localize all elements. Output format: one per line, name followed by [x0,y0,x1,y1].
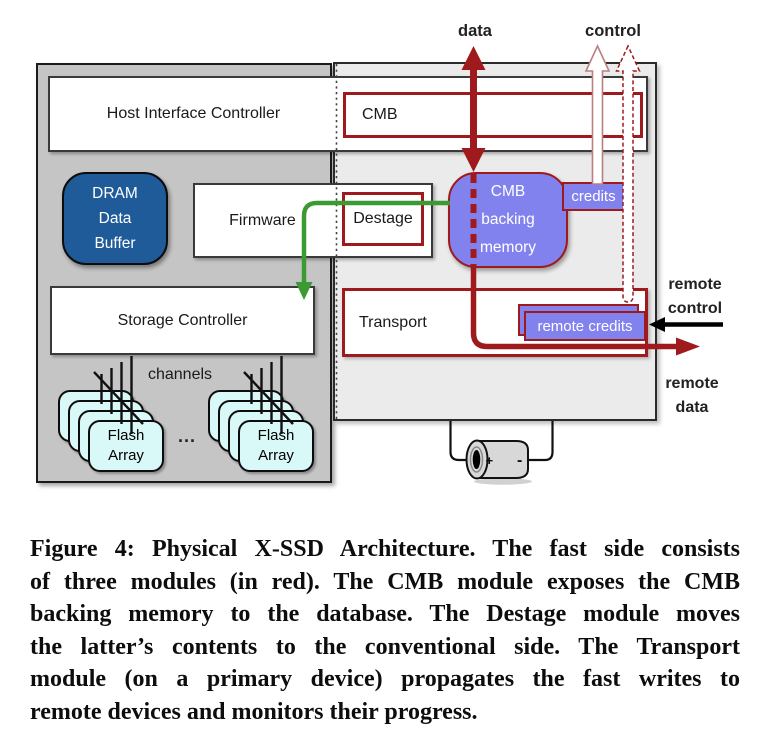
dram-line-3: Buffer [94,235,136,252]
capacitor-plus-sign: + [486,453,494,468]
dram-data-buffer: DRAM Data Buffer [62,172,168,265]
cmb-backing-line-2: backing [481,211,535,228]
transport-module-label: Transport [359,313,427,331]
capacitor-shadow [474,478,532,485]
capacitor-body [476,440,529,479]
caption-line: remote devices and monitors their progre… [30,698,478,725]
remote-control-line-2: control [667,300,723,317]
caption-line: the latter’s contents to the conventiona… [30,633,740,660]
remote-data-line-2: data [675,399,709,416]
remote-credits-label: remote credits [537,317,633,335]
figure-caption: Figure 4: Physical X-SSD Architecture. T… [30,533,740,728]
credits-box: credits [562,182,625,211]
host-interface-controller-label: Host Interface Controller [106,105,281,122]
flash-array-label-line-2: Array [108,447,144,464]
flash-array-label-line-1: Flash [257,427,295,444]
dram-line-2: Data [98,210,132,227]
capacitor-terminal-ring [469,446,484,473]
remote-control-label: remote control [653,273,737,321]
destage-module-label: Destage [353,210,413,227]
remote-data-label: remote data [650,372,734,420]
capacitor-wire-right [529,421,554,462]
capacitor-minus-sign: - [517,452,522,469]
remote-credits-box: remote credits [524,311,646,341]
credits-label: credits [571,188,616,205]
firmware-label: Firmware [229,211,296,229]
flash-array-label-line-1: Flash [107,427,145,444]
caption-line: of three modules (in red). The CMB modul… [30,568,740,595]
storage-controller-label: Storage Controller [117,311,248,329]
ellipsis: ... [177,426,196,446]
capacitor-end-cap [465,439,489,480]
cmb-module-label: CMB [362,106,398,123]
flash-array-stack-1: Flash Array [88,420,164,472]
caption-line: module (on a primary device) propagates … [30,666,740,692]
flash-array-label-line-2: Array [258,447,294,464]
channels-label: channels [147,366,213,383]
cmb-backing-line-3: memory [480,239,536,256]
dram-line-1: DRAM [92,185,138,202]
cmb-module-box: CMB [343,92,643,138]
destage-module-box: Destage [342,192,424,246]
cmb-backing-memory: CMB backing memory [448,172,568,268]
capacitor-wire-left [449,421,468,462]
storage-controller-box: Storage Controller [50,286,315,355]
flash-array-stack-2: Flash Array [238,420,314,472]
cmb-backing-line-1: CMB [490,183,526,200]
data-label: data [458,22,492,40]
remote-data-arrowhead [676,337,700,356]
caption-line: backing memory to the database. The Dest… [30,601,740,627]
supercapacitor: + - [449,421,554,485]
control-label: control [585,22,641,40]
remote-data-line-1: remote [665,375,719,392]
caption-line: Figure 4: Physical X-SSD Architecture. T… [30,536,740,562]
capacitor-terminal [472,450,481,469]
remote-control-line-1: remote [668,276,722,293]
